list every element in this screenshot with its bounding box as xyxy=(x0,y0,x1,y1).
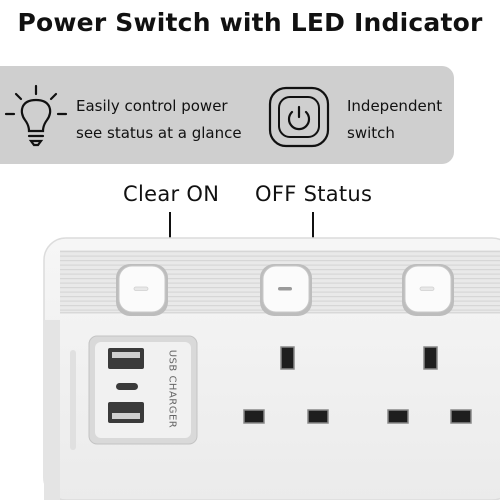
usb-charger-panel xyxy=(88,335,198,445)
power-button-icon xyxy=(268,86,330,148)
banner-left-line2: see status at a glance xyxy=(76,124,242,142)
banner-right-line1: Independent xyxy=(347,97,443,115)
banner-right-text: Independent switch xyxy=(347,93,442,147)
light-bulb-icon xyxy=(4,84,68,147)
socket-2-live-pin[interactable] xyxy=(387,409,409,424)
socket-1-earth-pin[interactable] xyxy=(280,346,295,370)
switch-1-on[interactable] xyxy=(116,264,168,316)
usb-a-port-bottom[interactable] xyxy=(108,402,144,423)
banner-left-line1: Easily control power xyxy=(76,97,228,115)
socket-2 xyxy=(387,346,472,424)
usb-c-port[interactable] xyxy=(116,383,138,390)
usb-charger-label: USB CHARGER xyxy=(166,349,178,429)
clear-on-label: Clear ON xyxy=(123,182,220,206)
switch-3[interactable] xyxy=(402,264,454,316)
socket-1 xyxy=(243,346,329,424)
usb-a-port-top[interactable] xyxy=(108,348,144,369)
page-title: Power Switch with LED Indicator xyxy=(17,8,483,37)
socket-1-neutral-pin[interactable] xyxy=(307,409,329,424)
socket-1-live-pin[interactable] xyxy=(243,409,265,424)
banner-right-line2: switch xyxy=(347,124,395,142)
socket-2-earth-pin[interactable] xyxy=(423,346,438,370)
socket-2-neutral-pin[interactable] xyxy=(450,409,472,424)
banner-left-text: Easily control power see status at a gla… xyxy=(76,93,242,147)
off-status-label: OFF Status xyxy=(255,182,373,206)
switch-2-off[interactable] xyxy=(260,264,312,316)
power-strip xyxy=(43,237,500,500)
feature-banner xyxy=(0,66,454,164)
